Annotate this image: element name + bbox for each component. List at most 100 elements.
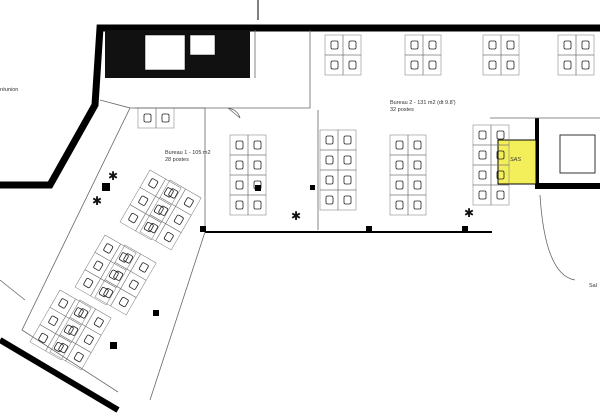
desk (342, 54, 362, 76)
chair (73, 351, 84, 363)
chair (103, 287, 114, 299)
service-gap-2 (189, 34, 216, 56)
chair (235, 140, 244, 150)
chair (58, 298, 69, 309)
chair (428, 40, 437, 50)
chair (235, 160, 244, 170)
desk-cluster (324, 34, 362, 76)
desks (29, 34, 596, 371)
desk-cluster (49, 299, 112, 371)
chair (478, 150, 487, 160)
bureau1-outer (135, 107, 206, 230)
left-room-wall (0, 279, 26, 301)
reunion-label: réunion (0, 87, 19, 93)
bureau1-title: Bureau 1 - 105 m2 (165, 150, 211, 156)
plant-icon: ✱ (464, 206, 474, 220)
chair (496, 190, 505, 200)
chair (168, 188, 179, 199)
desk (45, 333, 72, 361)
chair (138, 195, 149, 206)
chair (496, 150, 505, 160)
chair (348, 60, 357, 70)
chair (506, 60, 515, 70)
chair (183, 197, 194, 208)
chair (173, 214, 184, 225)
desk (120, 270, 147, 298)
chair (148, 222, 159, 234)
chair (128, 212, 139, 224)
desk (84, 251, 111, 279)
desk (404, 34, 424, 56)
desk (319, 189, 339, 211)
desk (229, 194, 249, 216)
chair (343, 155, 352, 165)
desk-cluster (139, 179, 202, 251)
chair (53, 341, 64, 353)
desk (324, 34, 344, 56)
chair (488, 60, 497, 70)
chair (348, 40, 357, 50)
chair (63, 324, 74, 335)
desk-cluster (137, 107, 175, 129)
chair (163, 231, 174, 243)
chair (496, 170, 505, 180)
sas-label: SAS (510, 157, 522, 163)
desk (472, 184, 492, 206)
chair (38, 332, 49, 344)
desk (482, 34, 502, 56)
chair (410, 40, 419, 50)
chair (563, 40, 572, 50)
chair (235, 180, 244, 190)
chair (83, 277, 94, 289)
desk (557, 34, 577, 56)
desk (337, 189, 357, 211)
desk (49, 289, 76, 317)
chair (506, 40, 515, 50)
chair (153, 204, 164, 215)
chair (98, 286, 109, 298)
desk (74, 269, 101, 297)
desk (490, 184, 510, 206)
desk (229, 174, 249, 196)
desk (472, 164, 492, 186)
desk (389, 154, 409, 176)
desk-cluster (29, 289, 92, 361)
chair (253, 200, 262, 210)
columns (102, 183, 468, 349)
chair (73, 307, 84, 318)
desk (229, 134, 249, 156)
chair (478, 170, 487, 180)
chair (161, 113, 170, 123)
chair (395, 160, 404, 170)
chair (488, 40, 497, 50)
desk (389, 174, 409, 196)
bureau1-bottom-diag (149, 231, 206, 401)
chair (563, 60, 572, 70)
desk (389, 134, 409, 156)
desk (165, 205, 192, 233)
chair (128, 279, 139, 290)
door-arc (227, 107, 241, 119)
desk-cluster (94, 244, 157, 316)
desk-cluster (472, 124, 510, 206)
desk (482, 54, 502, 76)
desk (422, 34, 442, 56)
desk (575, 34, 595, 56)
desk (407, 174, 427, 196)
desk (407, 134, 427, 156)
desk (342, 34, 362, 56)
chair (413, 140, 422, 150)
chair (123, 253, 134, 264)
desk (39, 306, 66, 334)
desk (90, 278, 117, 306)
desk (110, 288, 137, 316)
desk (472, 124, 492, 146)
desk (75, 325, 102, 353)
chair (325, 135, 334, 145)
plants: ✱ ✱ ✱ ✱ (92, 169, 474, 223)
chair (395, 200, 404, 210)
desk (500, 54, 520, 76)
desk-cluster (404, 34, 442, 76)
